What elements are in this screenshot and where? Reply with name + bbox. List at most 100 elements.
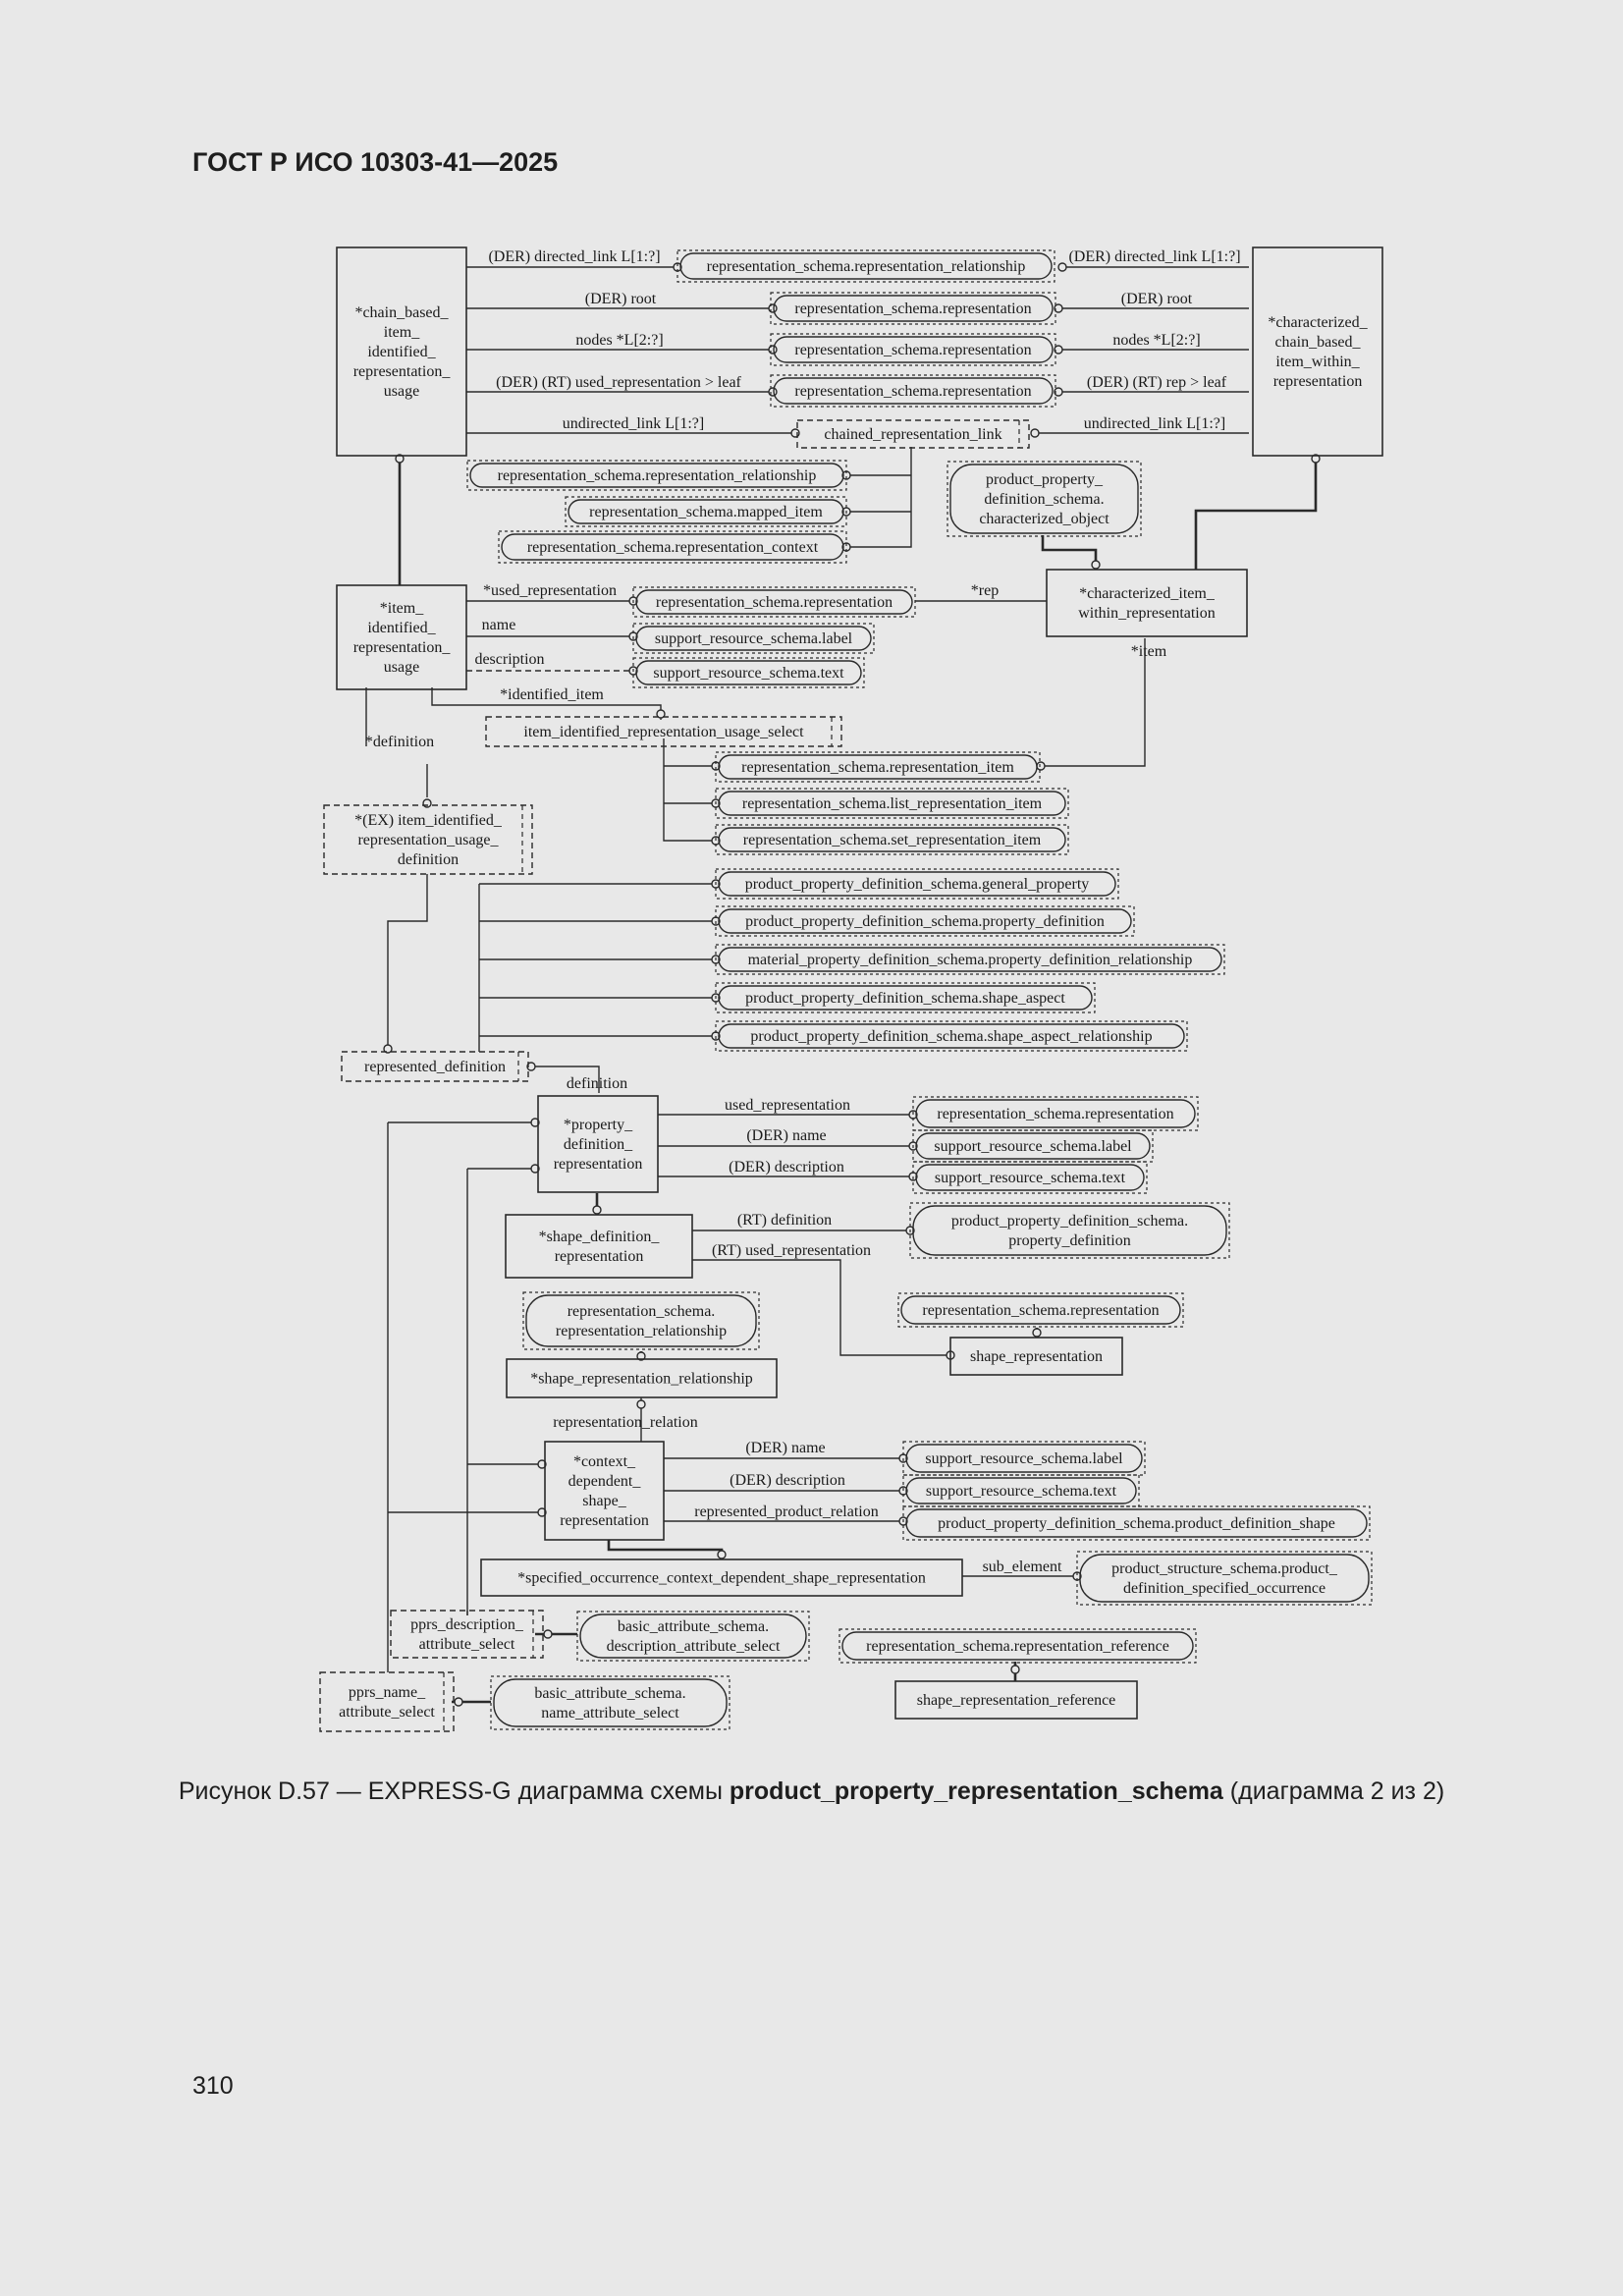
attribute-label: (DER) description [730,1472,845,1489]
select-pprs_name: pprs_name_attribute_select [319,1671,455,1732]
entity-context_dep: *context_dependent_shape_representation [544,1441,665,1541]
box-text-line: representation_ [353,639,452,656]
relationship-end-circle [454,1697,463,1707]
entity-characterized_item: *characterized_item_within_representatio… [1046,569,1248,637]
ref-pdr_text: support_resource_schema.text [912,1161,1148,1194]
box-text-line: property_definition [1008,1232,1130,1249]
box-text-line: definition [398,851,459,868]
relationship-end-circle [530,1164,540,1174]
box-text-line: name_attribute_select [541,1705,679,1722]
ref-shape_aspect_rel: product_property_definition_schema.shape… [715,1020,1188,1052]
attribute-label: *identified_item [500,686,604,703]
box-text-line: shape_representation [970,1348,1103,1365]
relationship-line [1194,459,1318,570]
relationship-line [692,1259,949,1356]
relationship-end-circle [768,303,778,313]
attribute-label: used_representation [725,1097,850,1114]
select-represented_def: represented_definition [341,1051,529,1082]
box-text-line: product_property_definition_schema.produ… [938,1515,1335,1532]
select-item_ident_select: item_identified_representation_usage_sel… [485,716,842,747]
box-text-line: *context_ [573,1453,636,1470]
box-text-line: *chain_based_ [354,304,449,321]
ref-shape_aspect: product_property_definition_schema.shape… [715,982,1096,1013]
page-number: 310 [192,2072,234,2100]
attribute-label: definition [567,1075,627,1092]
box-text-line: representation_schema.representation [922,1302,1159,1319]
box-text-line: support_resource_schema.text [926,1483,1117,1500]
relationship-end-circle [790,428,800,438]
box-text-line: definition_schema. [984,491,1104,508]
box-text-line: description_attribute_select [607,1638,781,1655]
entity-chain_based: *chain_based_item_identified_representat… [336,246,467,457]
document-header: ГОСТ Р ИСО 10303-41—2025 [192,147,559,177]
relationship-end-circle [395,454,405,464]
attribute-label: (DER) directed_link L[1:?] [488,248,660,265]
attribute-label: nodes *L[2:?] [575,332,663,349]
box-text-line: product_property_definition_schema.gener… [745,876,1090,893]
ref-top_rep1: representation_schema.representation [770,292,1056,325]
box-text-line: product_property_ [986,471,1104,488]
attribute-label: undirected_link L[1:?] [1084,415,1225,432]
attribute-label: (DER) name [746,1127,826,1144]
box-text-line: *characterized_ [1268,314,1368,331]
entity-shape_rep_rel: *shape_representation_relationship [506,1358,778,1398]
box-text-line: *item_ [380,600,424,617]
box-text-line: product_property_definition_schema.shape… [750,1028,1152,1045]
box-text-line: representation [555,1248,644,1265]
ref-name_attr: basic_attribute_schema. name_attribute_se… [490,1675,730,1730]
box-text-line: definition_specified_occurrence [1123,1580,1325,1597]
relationship-end-circle [768,345,778,355]
box-text-line: identified_ [367,344,436,360]
box-text-line: representation_schema.representation_rel… [707,258,1026,275]
entity-characterized_chain: *characterized_chain_based_item_within_r… [1252,246,1383,457]
ref-list_rep_item: representation_schema.list_representatio… [715,788,1069,819]
box-text-line: representation [554,1156,643,1173]
relationship-end-circle [526,1062,536,1071]
box-text-line: characterized_object [979,511,1109,527]
relationship-end-circle [1091,560,1101,570]
select-pprs_desc: pprs_description_attribute_select [390,1610,544,1659]
attribute-label: *definition [365,734,434,750]
relationship-end-circle [636,1399,646,1409]
box-text-line: representation_schema.representation_ref… [866,1638,1169,1655]
attribute-label: nodes *L[2:?] [1112,332,1200,349]
attribute-label: represented_product_relation [694,1503,878,1520]
ref-sr_rep: representation_schema.representation [897,1292,1184,1328]
attribute-label: (DER) root [585,291,657,307]
ref-rep_item: representation_schema.representation_ite… [715,751,1041,783]
box-text-line: material_property_definition_schema.prop… [748,952,1193,968]
relationship-end-circle [1057,262,1067,272]
box-text-line: identified_ [367,620,436,636]
box-text-line: represented_definition [364,1059,506,1075]
box-text-line: *characterized_item_ [1079,585,1216,602]
relationship-end-circle [422,798,432,808]
box-text-line: shape_representation_reference [917,1692,1116,1709]
box-text-line: product_structure_schema.product_ [1111,1560,1338,1577]
box-text-line: representation_schema.list_representatio… [742,795,1043,812]
box-text-line: product_property_definition_schema.shape… [745,990,1065,1007]
ref-srr_rr: representation_schema.representation_rel… [522,1291,760,1350]
box-text-line: item_identified_representation_usage_sel… [523,724,804,740]
relationship-end-circle [656,709,666,719]
ref-general_property: product_property_definition_schema.gener… [715,868,1119,900]
attribute-label: (DER) description [729,1159,844,1175]
box-text-line: *shape_definition_ [539,1229,661,1245]
ref-pdr_rep: representation_schema.representation [912,1096,1199,1131]
box-text-line: product_property_definition_schema.prope… [745,913,1105,930]
attribute-label: (DER) (RT) used_representation > leaf [496,374,741,391]
box-text-line: representation_schema.representation_rel… [498,467,817,484]
box-text-line: representation_relationship [556,1323,727,1339]
box-text-line: basic_attribute_schema. [534,1685,685,1702]
box-text-line: usage [384,659,419,676]
ref-iiru_text: support_resource_schema.text [632,657,865,688]
box-text-line: chained_representation_link [824,426,1001,443]
ref-pdr_label: support_resource_schema.label [912,1129,1154,1163]
attribute-label: representation_relation [553,1414,698,1431]
box-text-line: pprs_name_ [349,1684,426,1701]
ref-char_object: product_property_ definition_schema.chara… [947,461,1142,537]
relationship-line [607,1540,724,1558]
entity-item_identified: *item_ identified_ representation_usage [336,584,467,690]
ref-mapped_item: representation_schema.mapped_item [565,496,847,527]
ref-cd_label: support_resource_schema.label [902,1441,1146,1476]
